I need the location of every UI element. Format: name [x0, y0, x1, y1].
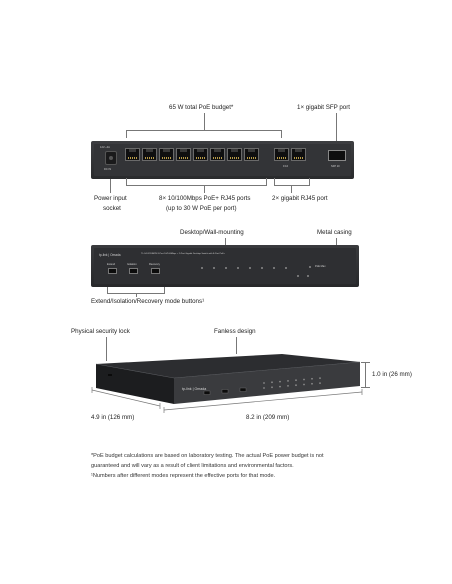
security-lock-leader [106, 337, 107, 361]
rj45-poe-port-8 [244, 148, 259, 161]
mode-buttons-stem [136, 293, 137, 297]
gigabit-bracket-left [274, 178, 275, 185]
poe-budget-bracket-top [126, 130, 282, 131]
gigabit-bracket-bottom [274, 185, 310, 186]
isolation-mode-button[interactable] [129, 268, 138, 274]
metal-casing-label: Metal casing [317, 229, 352, 236]
rj45-gigabit-port-9 [274, 148, 289, 161]
poe-budget-bracket-right [281, 130, 282, 138]
extend-mode-button[interactable] [108, 268, 117, 274]
poe-budget-label: 65 W total PoE budget* [169, 104, 234, 111]
sfp-port-labels: SFP 10 [331, 165, 340, 168]
port-led-1 [201, 267, 203, 269]
footnote-2: guaranteed and will vary as a result of … [91, 463, 294, 469]
rj45-gigabit-port-10 [291, 148, 306, 161]
gigabit-bracket-right [309, 178, 310, 185]
height-dim-line [365, 362, 366, 388]
power-socket-label-line1: Power input [94, 195, 127, 202]
3d-isolation-button [221, 389, 229, 394]
fanless-label: Fanless design [214, 328, 256, 335]
poe-budget-bracket-stem [204, 113, 205, 130]
poe-ports-bracket-stem [204, 185, 205, 193]
mode-label-recovery: Recovery [149, 263, 160, 266]
port-led-9 [297, 275, 299, 277]
port-led-7 [273, 267, 275, 269]
brand-logo: tp-link | Omada [99, 253, 121, 257]
mode-buttons-label: Extend/Isolation/Recovery mode buttons¹ [91, 298, 205, 305]
gigabit-bracket-stem [291, 185, 292, 193]
height-dim-tick-bottom [361, 387, 370, 388]
3d-extend-button [203, 390, 211, 395]
power-input-socket [105, 151, 117, 165]
rj45-poe-port-4 [176, 148, 191, 161]
power-socket-label-line2: socket [103, 205, 121, 212]
switch-3d-view: tp-link | Omada [95, 354, 361, 404]
fanless-leader [236, 337, 237, 354]
mode-label-extend: Extend [107, 263, 116, 266]
sfp-port [328, 150, 346, 161]
poe-ports-bracket-left [126, 178, 127, 185]
port-led-8 [285, 267, 287, 269]
height-label: 1.0 in (26 mm) [372, 371, 412, 378]
rj45-poe-port-7 [227, 148, 242, 161]
port-led-6 [261, 267, 263, 269]
sfp-leader [336, 113, 337, 149]
depth-dimension [91, 387, 161, 409]
3d-brand-logo: tp-link | Omada [182, 387, 206, 391]
desktop-wall-leader [225, 238, 226, 248]
poe-max-led [309, 266, 311, 268]
desktop-wall-label: Desktop/Wall-mounting [180, 229, 244, 236]
switch-top-surface [96, 354, 360, 378]
poe-max-label: PoE Max [315, 265, 326, 268]
front-panel-face [94, 248, 356, 284]
rj45-poe-port-6 [210, 148, 225, 161]
rj45-poe-port-3 [159, 148, 174, 161]
security-lock-label: Physical security lock [71, 328, 130, 335]
height-dim-tick-top [361, 362, 370, 363]
switch-front-panel: tp-link | Omada TL-SG1210MPE 8-Port 10/1… [91, 245, 359, 287]
mode-label-isolation: Isolation [127, 263, 137, 266]
metal-casing-leader [336, 238, 337, 248]
width-dimension [163, 389, 363, 413]
switch-left-side [96, 364, 174, 404]
dc-input-rating: 12V⎓4A [100, 146, 110, 149]
switch-rear-panel: 12V⎓4A DC IN 9 10 SFP 10 [91, 141, 354, 179]
3d-port-leds [263, 377, 321, 389]
port-led-4 [237, 267, 239, 269]
security-lock-slot [108, 374, 112, 376]
port-led-10 [307, 275, 309, 277]
rj45-poe-port-5 [193, 148, 208, 161]
mode-buttons-bracket-left [107, 287, 108, 293]
rj45-poe-port-2 [142, 148, 157, 161]
port-led-2 [213, 267, 215, 269]
switch-front-face [174, 362, 360, 404]
footnote-1: *PoE budget calculations are based on la… [91, 453, 324, 459]
recovery-mode-button[interactable] [151, 268, 160, 274]
footnote-3: ¹Numbers after different modes represent… [91, 473, 276, 479]
poe-ports-label-line1: 8× 10/100Mbps PoE+ RJ45 ports [159, 195, 251, 202]
width-label: 8.2 in (209 mm) [246, 414, 290, 421]
power-socket-leader [110, 179, 111, 193]
model-description: TL-SG1210MPE 8-Port 10/100Mbps + 2-Port … [141, 253, 226, 255]
gigabit-ports-label: 2× gigabit RJ45 port [272, 195, 328, 202]
poe-budget-bracket-left [126, 130, 127, 138]
depth-label: 4.9 in (126 mm) [91, 414, 135, 421]
gigabit-port-labels: 9 10 [283, 165, 289, 168]
rj45-poe-port-1 [125, 148, 140, 161]
rear-port-number-1: DC IN [104, 168, 112, 171]
3d-recovery-button [239, 387, 247, 392]
poe-ports-label-line2: (up to 30 W PoE per port) [166, 205, 237, 212]
port-led-3 [225, 267, 227, 269]
poe-ports-bracket-right [266, 178, 267, 185]
mode-buttons-bracket-right [164, 287, 165, 293]
poe-ports-bracket-bottom [126, 185, 267, 186]
port-led-5 [249, 267, 251, 269]
sfp-port-label: 1× gigabit SFP port [297, 104, 351, 111]
